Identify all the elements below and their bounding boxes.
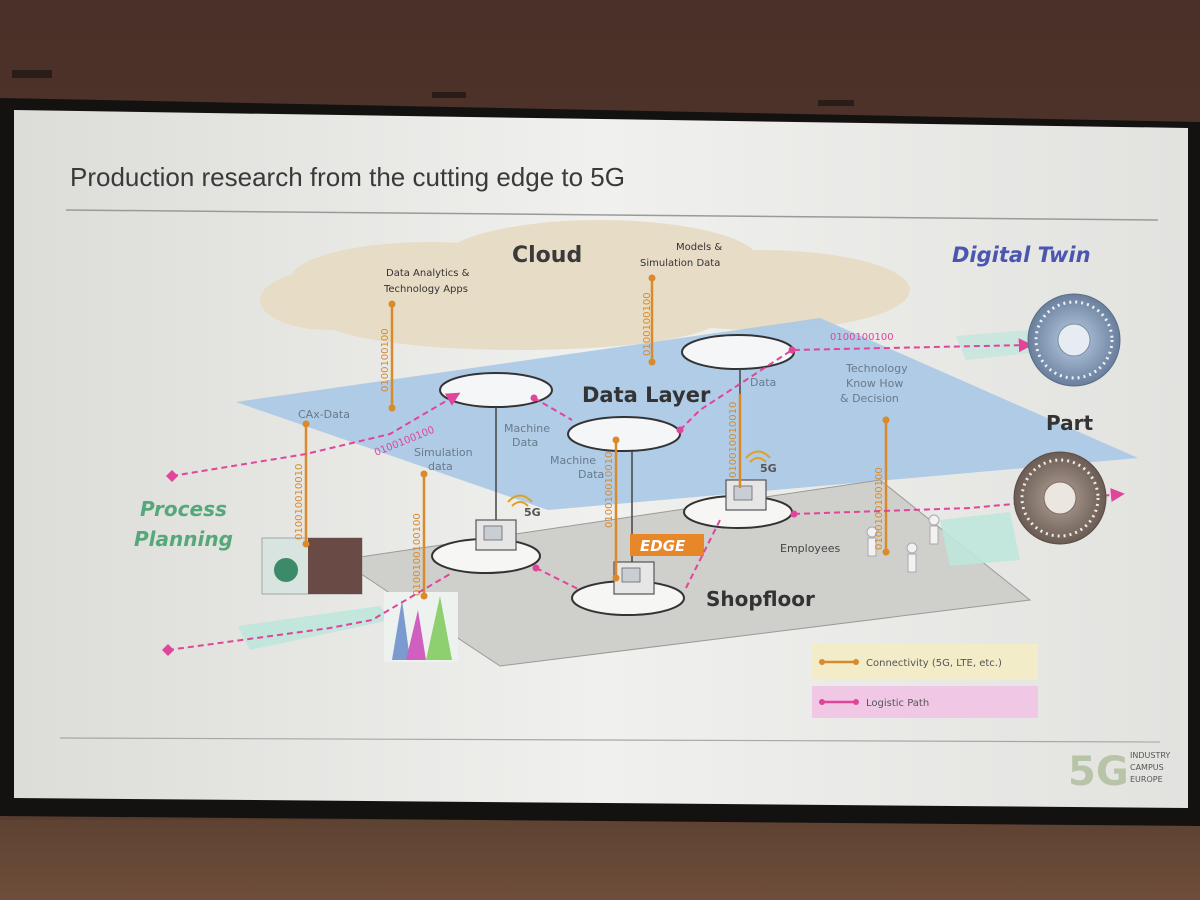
conn-dot xyxy=(303,421,310,428)
simulation-data-label-2: data xyxy=(428,460,453,473)
legend-connectivity-dot xyxy=(819,659,825,665)
binary-edge: 010010010010 xyxy=(604,452,615,528)
part-label: Part xyxy=(1046,411,1093,435)
logo-line-3: EUROPE xyxy=(1130,775,1163,784)
cloud-note-left-2: Technology Apps xyxy=(383,284,468,295)
turbine-digital-twin-icon xyxy=(1028,294,1120,386)
logistic-dot xyxy=(533,565,540,572)
conn-dot xyxy=(883,417,890,424)
process-label-2: Planning xyxy=(134,527,233,551)
employees-label: Employees xyxy=(780,542,840,555)
cloud-note-right-2: Simulation Data xyxy=(640,258,720,269)
output-conveyor xyxy=(940,512,1020,566)
simulation-data-label-1: Simulation xyxy=(414,446,473,459)
cloud-label: Cloud xyxy=(512,243,582,268)
tech-label-2: Know How xyxy=(846,377,903,390)
machine-data-a-label-1: Machine xyxy=(504,422,550,435)
binary-logistic-top: 0100100100 xyxy=(830,332,894,343)
logo-line-1: INDUSTRY xyxy=(1130,751,1170,760)
machine-data-b-label-1: Machine xyxy=(550,454,596,467)
conn-dot xyxy=(649,275,656,282)
conn-dot xyxy=(389,301,396,308)
logistic-dot xyxy=(791,511,798,518)
conn-dot xyxy=(613,575,620,582)
cloud-note-right-1: Models & xyxy=(676,242,722,253)
conn-dot xyxy=(421,471,428,478)
five-g-badge-1: 5G xyxy=(524,506,541,519)
binary-machine-3: 010010010010 xyxy=(728,402,739,478)
conn-dot xyxy=(649,359,656,366)
logistic-dot xyxy=(531,395,538,402)
data-node-3 xyxy=(682,335,794,369)
process-label-1: Process xyxy=(140,497,227,521)
edge-label: EDGE xyxy=(640,537,686,555)
tech-label-1: Technology xyxy=(845,362,908,375)
conn-dot xyxy=(303,541,310,548)
legend-connectivity-dot xyxy=(853,659,859,665)
legend-logistic-dot xyxy=(819,699,825,705)
binary-sim: 0100100100100 xyxy=(412,513,423,596)
digital-twin-label: Digital Twin xyxy=(952,243,1091,267)
cam-toolpath-image xyxy=(384,592,458,662)
legend-connectivity-label: Connectivity (5G, LTE, etc.) xyxy=(866,658,1002,669)
machine-3 xyxy=(726,480,766,510)
cloud-note-left-1: Data Analytics & xyxy=(386,268,470,279)
planning-image xyxy=(262,538,362,594)
machine-2 xyxy=(614,562,654,594)
data-node-2 xyxy=(568,417,680,451)
logistic-dot xyxy=(789,347,796,354)
data-label: Data xyxy=(750,376,776,389)
shopfloor-label: Shopfloor xyxy=(706,587,815,611)
data-layer-label: Data Layer xyxy=(582,383,711,407)
legend-logistic-label: Logistic Path xyxy=(866,698,929,709)
slide-title: Production research from the cutting edg… xyxy=(70,162,625,192)
machine-1 xyxy=(476,520,516,550)
machine-data-b-label-2: Data xyxy=(578,468,604,481)
binary-cloud-left: 0100100100 xyxy=(380,328,391,392)
five-g-badge-2: 5G xyxy=(760,462,777,475)
binary-cax: 010010010010 xyxy=(294,464,305,540)
cax-data-label: CAx-Data xyxy=(298,408,350,421)
logistic-dot xyxy=(677,427,684,434)
logo-mark: 5G xyxy=(1068,749,1129,795)
turbine-part-icon xyxy=(1014,452,1106,544)
binary-cloud-right: 0100100100 xyxy=(642,292,653,356)
machine-data-a-label-2: Data xyxy=(512,436,538,449)
binary-employees: 0100100100100 xyxy=(874,467,885,550)
conn-dot xyxy=(613,437,620,444)
data-node-1 xyxy=(440,373,552,407)
conn-dot xyxy=(389,405,396,412)
legend-logistic-dot xyxy=(853,699,859,705)
logo-line-2: CAMPUS xyxy=(1130,763,1164,772)
tech-label-3: & Decision xyxy=(840,392,899,405)
